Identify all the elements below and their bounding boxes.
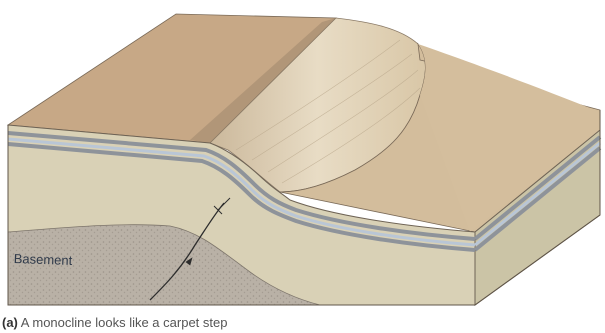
figure-caption: (a) A monocline looks like a carpet step <box>2 315 227 330</box>
basement-label: Basement <box>13 251 72 268</box>
caption-text: A monocline looks like a carpet step <box>21 315 228 330</box>
caption-letter: (a) <box>2 315 18 330</box>
